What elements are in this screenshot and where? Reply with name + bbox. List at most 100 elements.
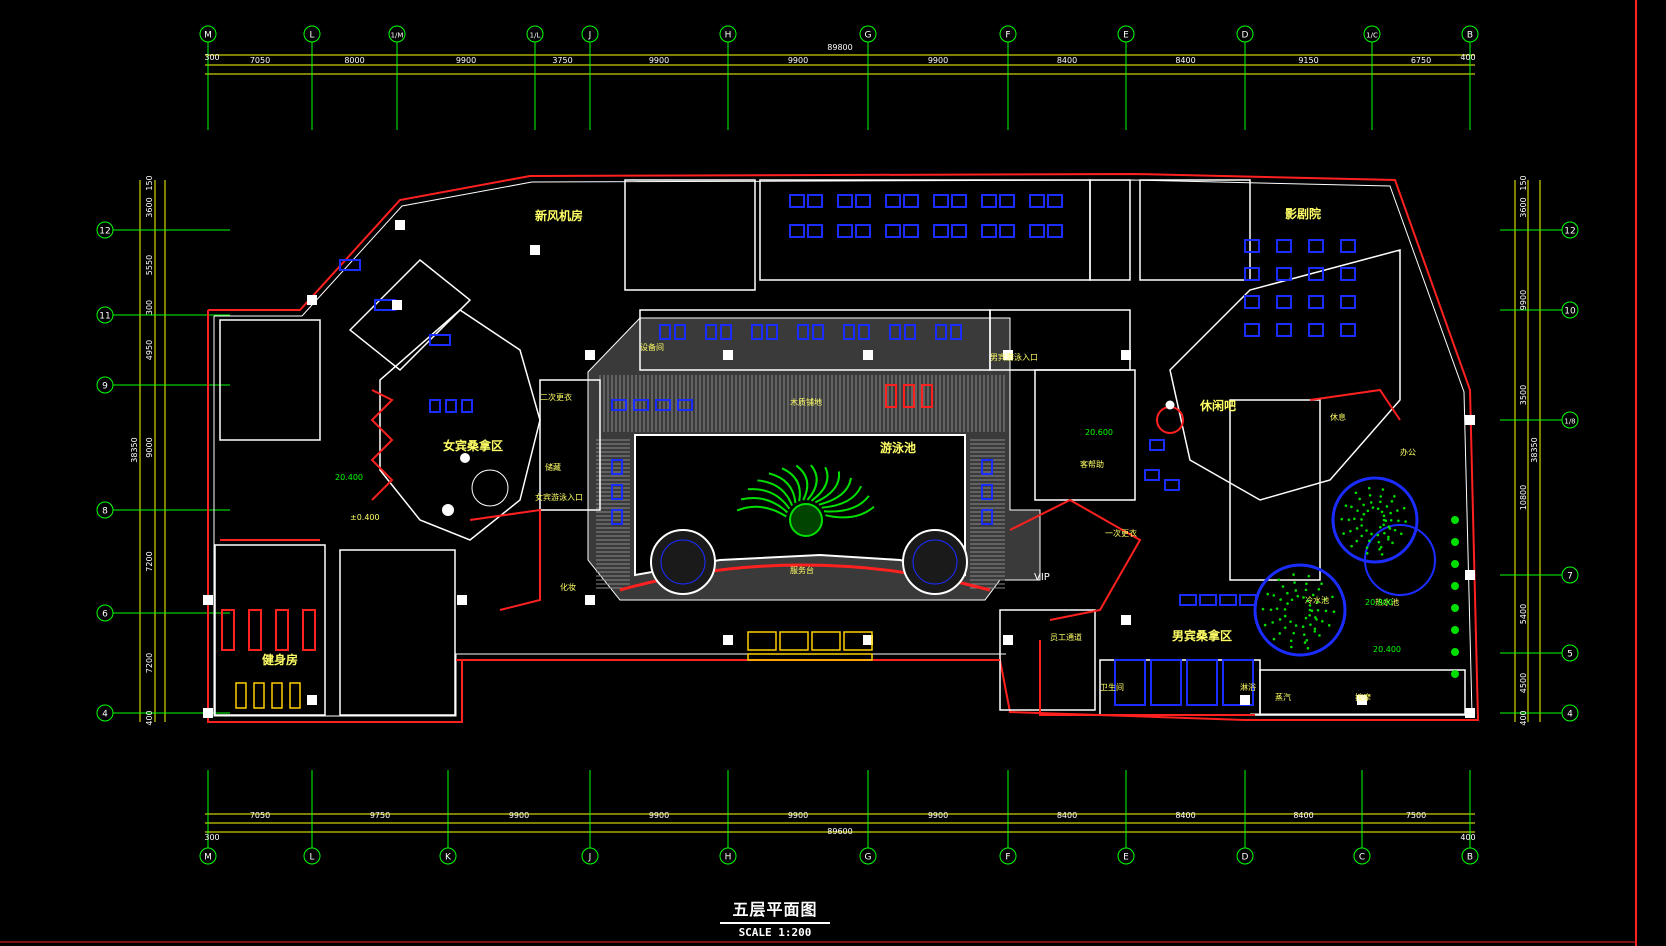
right-dimension-chain: [1514, 180, 1541, 722]
label-storage: 储藏: [545, 462, 561, 472]
svg-text:G: G: [865, 853, 872, 863]
label-changing1: 一次更衣: [1105, 528, 1137, 538]
svg-text:J: J: [588, 853, 592, 863]
grid-bubble-bottom: F: [999, 847, 1017, 865]
dim-top-seg: 7050: [250, 56, 270, 65]
dim-top-seg: 9900: [928, 56, 948, 65]
grid-bubble-bottom: K: [439, 847, 457, 865]
svg-text:10: 10: [1564, 307, 1576, 317]
red-partitions: [220, 388, 1401, 716]
label-guest: 客帮助: [1080, 459, 1104, 469]
dim-top-overall: 89800: [827, 43, 852, 52]
jacuzzi-right: [902, 529, 968, 595]
dim-top-seg: 9900: [788, 56, 808, 65]
structural-columns: [203, 220, 1475, 718]
label-equipment: 设备间: [640, 342, 664, 352]
grid-bubble-top: B: [1461, 25, 1479, 43]
dim-left-seg: 4950: [145, 340, 154, 360]
svg-text:B: B: [1467, 31, 1473, 41]
grid-bubble-bottom: G: [859, 847, 877, 865]
bottom-dimension-chain: [205, 813, 1475, 833]
top-dimension-chain: [205, 54, 1475, 75]
dim-right-seg: 9900: [1519, 290, 1528, 310]
label-pool-deck: 木质铺地: [790, 397, 822, 407]
grid-bubble-top: G: [859, 25, 877, 43]
label-steam: 蒸汽: [1275, 692, 1291, 702]
svg-text:F: F: [1005, 853, 1010, 863]
dim-bottom-seg: 9900: [928, 811, 948, 820]
label-women-entrance: 女宾游泳入口: [535, 492, 583, 502]
room-labels: 新风机房 影剧院 女宾桑拿区 男宾桑拿区 游泳池 休闲吧 健身房 VIP 木质铺…: [262, 206, 1416, 702]
grid-bubble-bottom: C: [1353, 847, 1371, 865]
label-office: 办公: [1400, 447, 1416, 457]
dim-bottom-seg: 9900: [509, 811, 529, 820]
grid-bubble-bottom: J: [581, 847, 599, 865]
label-staff: 员工通道: [1050, 632, 1082, 642]
svg-text:M: M: [204, 853, 212, 863]
dim-bottom-seg: 9900: [788, 811, 808, 820]
svg-text:L: L: [309, 853, 314, 863]
grid-bubble-bottom: B: [1461, 847, 1479, 865]
furniture-blocks: [221, 194, 1356, 709]
svg-text:K: K: [445, 853, 452, 863]
svg-text:M: M: [204, 31, 212, 41]
label-massage: 按摩: [1355, 692, 1371, 702]
grid-bubble-bottom: M: [199, 847, 217, 865]
dim-top-seg: 8000: [344, 56, 364, 65]
svg-text:6: 6: [102, 610, 108, 620]
dim-top-seg: 6750: [1411, 56, 1431, 65]
svg-text:H: H: [725, 853, 732, 863]
left-dimension-chain: [139, 180, 166, 722]
dim-top-seg: 3750: [552, 56, 572, 65]
level-a: 20.400: [335, 473, 363, 482]
dim-right-overall: 38350: [1530, 437, 1539, 462]
svg-text:F: F: [1005, 31, 1010, 41]
svg-text:G: G: [865, 31, 872, 41]
dim-bottom-seg: 9900: [649, 811, 669, 820]
svg-text:4: 4: [102, 710, 108, 720]
dim-left-edge: 150: [145, 175, 154, 190]
level-d: 20.400: [1373, 645, 1401, 654]
label-shower: 淋浴: [1240, 682, 1256, 692]
dim-bottom-overall: 89600: [827, 827, 852, 836]
dim-right-seg: 3600: [1519, 197, 1528, 217]
drawing-title-block: 五层平面图 SCALE 1:200: [720, 896, 830, 939]
sun-sculpture: [736, 464, 875, 537]
title-underline: [720, 922, 830, 924]
label-service-desk: 服务台: [790, 565, 814, 575]
dim-top-seg: 9900: [456, 56, 476, 65]
label-gym: 健身房: [262, 652, 298, 667]
dim-top-seg: 8400: [1057, 56, 1077, 65]
grid-bubble-top: 1/L: [526, 25, 544, 43]
svg-text:D: D: [1242, 853, 1249, 863]
label-hot-pool: 热水池: [1375, 597, 1399, 607]
dim-bottom-edge: 300: [204, 833, 219, 842]
label-cinema: 影剧院: [1285, 206, 1321, 221]
label-pool: 游泳池: [880, 440, 916, 455]
grid-bubble-bottom: D: [1236, 847, 1254, 865]
label-lounge: 休息: [1330, 412, 1346, 422]
dim-top-seg: 9900: [649, 56, 669, 65]
women-spa-pool: [442, 453, 509, 516]
label-women-sauna: 女宾桑拿区: [443, 438, 503, 453]
drawing-title: 五层平面图: [732, 900, 818, 919]
dim-bottom-seg: 8400: [1057, 811, 1077, 820]
level-b: 20.600: [1085, 428, 1113, 437]
grid-bubble-top: F: [999, 25, 1017, 43]
label-guest-corridor: ±0.400: [350, 513, 380, 522]
svg-text:12: 12: [1564, 227, 1575, 237]
plants: [1261, 486, 1459, 678]
drawing-scale: SCALE 1:200: [738, 926, 812, 939]
dim-left-edge: 400: [145, 710, 154, 725]
grid-bubble-bottom: H: [719, 847, 737, 865]
svg-text:8: 8: [102, 507, 108, 517]
label-leisure-bar: 休闲吧: [1199, 398, 1236, 413]
label-vip: VIP: [1034, 572, 1050, 583]
dim-left-overall: 38350: [130, 437, 139, 462]
svg-text:B: B: [1467, 853, 1473, 863]
dim-right-seg: 5400: [1519, 604, 1528, 624]
grid-bubble-top: J: [581, 25, 599, 43]
grid-bubble-top: M: [199, 25, 217, 43]
